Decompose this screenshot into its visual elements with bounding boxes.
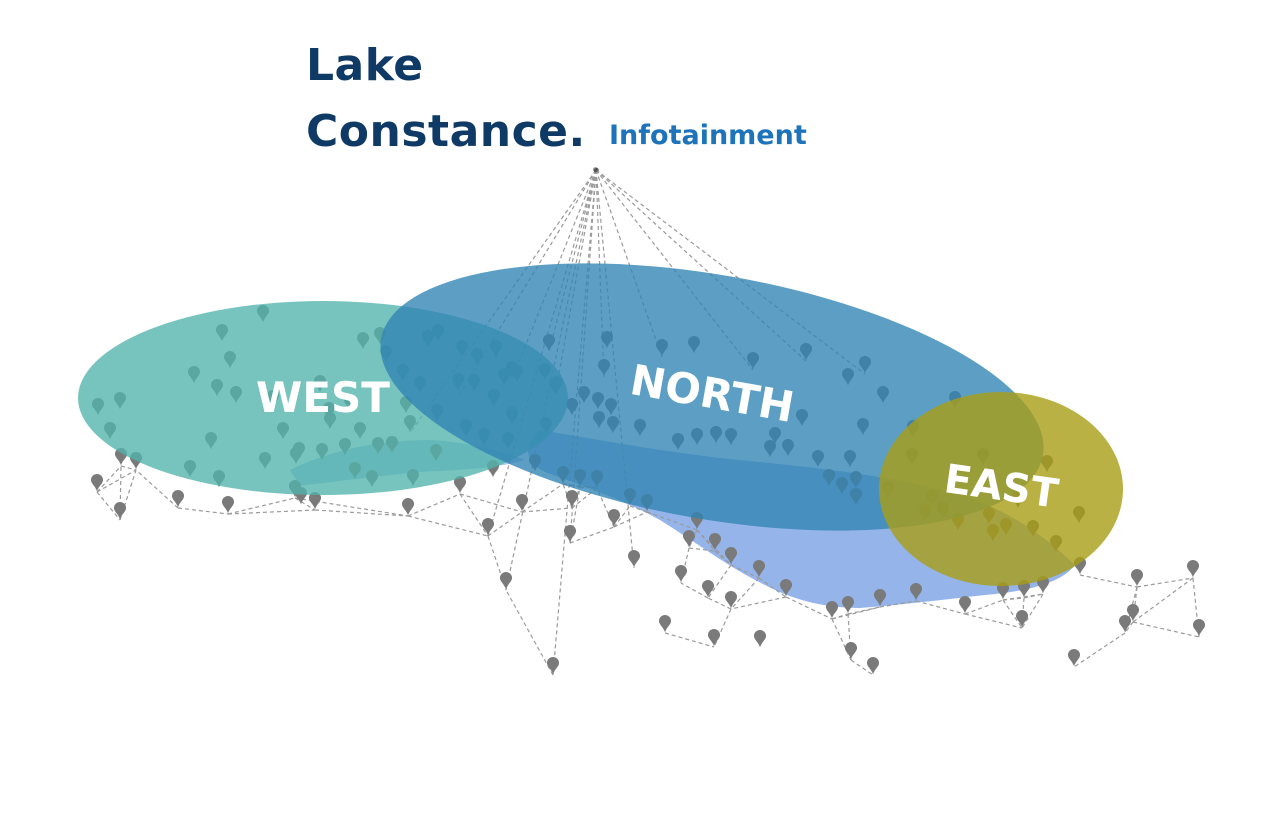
map-pin-icon	[825, 601, 839, 619]
map-pin-icon	[1118, 615, 1132, 633]
region-north-area[interactable]	[360, 219, 1064, 576]
network-line	[646, 511, 698, 531]
network-line	[505, 589, 554, 676]
map-pin-icon	[844, 642, 858, 660]
network-line	[915, 600, 966, 615]
network-line	[1132, 621, 1200, 638]
map-pin-icon	[1186, 560, 1200, 578]
network-line	[294, 497, 316, 511]
network-line	[1002, 599, 1023, 629]
logo-line-lake: Lake	[306, 40, 424, 91]
network-line	[521, 483, 564, 513]
network-line	[1079, 574, 1138, 588]
network-line	[688, 547, 716, 552]
map-pin-icon	[1130, 569, 1144, 587]
map-pin-icon	[1067, 649, 1081, 667]
map-pin-icon	[1192, 619, 1206, 637]
network-line	[714, 550, 732, 566]
network-line	[314, 509, 409, 517]
network-line	[730, 564, 760, 579]
map-pin-icon	[682, 530, 696, 548]
map-pin-icon	[707, 629, 721, 647]
network-line	[595, 169, 807, 362]
map-pin-icon	[546, 657, 560, 675]
region-east-area[interactable]	[879, 392, 1123, 586]
network-line	[629, 505, 648, 513]
network-line	[571, 486, 581, 509]
network-line	[1136, 577, 1194, 588]
network-line	[521, 507, 573, 513]
network-line	[569, 526, 615, 544]
network-line	[696, 529, 716, 552]
network-line	[487, 535, 507, 591]
map-pin-icon	[1015, 610, 1029, 628]
network-line	[505, 169, 597, 591]
network-line	[177, 507, 229, 515]
map-pin-icon	[481, 518, 495, 536]
network-line	[664, 632, 715, 648]
network-line	[730, 596, 787, 610]
network-line	[459, 493, 523, 513]
network-line	[964, 613, 1023, 629]
network-line	[120, 465, 137, 471]
network-line	[294, 497, 409, 517]
map-pin-icon	[171, 490, 185, 508]
network-line	[562, 483, 573, 509]
network-line	[1023, 593, 1044, 599]
network-line	[613, 511, 648, 528]
map-pin-icon	[753, 630, 767, 648]
network-line	[847, 606, 881, 615]
network-line	[135, 469, 179, 509]
network-line	[595, 169, 663, 358]
map-pin-icon	[515, 494, 529, 512]
map-pin-icon	[607, 509, 621, 527]
network-line	[831, 606, 881, 620]
logo-suffix-infotainment: Infotainment	[609, 120, 807, 151]
network-line	[459, 493, 489, 537]
map-pin-icon	[701, 580, 715, 598]
network-line	[96, 465, 122, 493]
network-line	[407, 493, 461, 517]
map-pin-icon	[401, 498, 415, 516]
map-pin-icon	[565, 490, 579, 508]
map-pin-icon	[674, 565, 688, 583]
network-line	[785, 596, 833, 620]
network-line	[707, 597, 732, 610]
logo-line-constance: Constance.	[306, 106, 586, 157]
map-pin-icon	[113, 502, 127, 520]
map-pin-icon	[563, 525, 577, 543]
map-pin-icon	[221, 496, 235, 514]
network-line	[879, 600, 917, 608]
map-pin-icon	[499, 572, 513, 590]
map-pin-icon	[841, 596, 855, 614]
region-label-west: WEST	[256, 373, 390, 422]
network-hub-point	[592, 166, 600, 174]
network-line	[96, 469, 137, 493]
map-pin-icon	[724, 591, 738, 609]
map-pin-icon	[90, 474, 104, 492]
network-line	[96, 491, 121, 521]
network-line	[850, 659, 874, 676]
map-pin-icon	[658, 615, 672, 633]
network-line	[227, 509, 316, 515]
network-line	[680, 582, 709, 599]
network-line	[613, 505, 631, 528]
network-line	[1132, 577, 1194, 623]
network-line	[1073, 632, 1126, 668]
network-line	[227, 497, 296, 515]
map-pin-icon	[627, 550, 641, 568]
network-line	[571, 487, 598, 509]
logo: Lake Constance. Infotainment	[306, 38, 866, 158]
map-pin-icon	[958, 596, 972, 614]
network-line	[758, 577, 787, 598]
network-line	[1124, 621, 1134, 634]
